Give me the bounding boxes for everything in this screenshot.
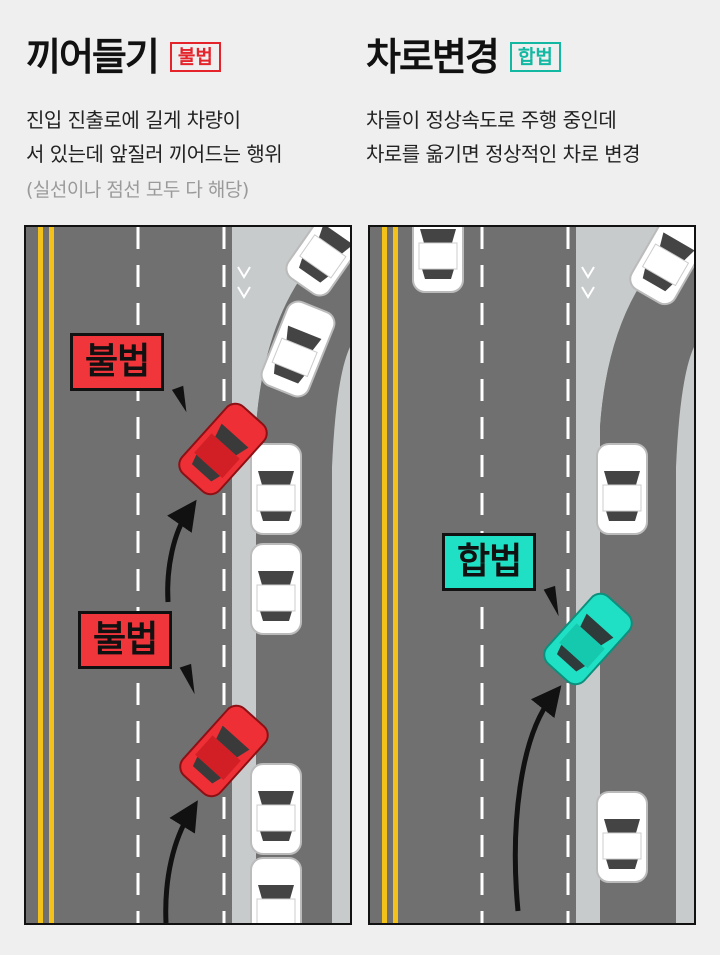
lane-change-arrow xyxy=(512,685,562,912)
queued-car-3 xyxy=(250,763,302,855)
car-left-lane xyxy=(412,227,464,293)
ramp-shoulder xyxy=(332,347,350,923)
lane-change-road-illustration: 합법 xyxy=(368,225,696,925)
ramp-lane xyxy=(600,227,694,923)
illegal-badge-top: 불법 xyxy=(70,333,165,391)
queued-car-2 xyxy=(250,543,302,635)
legal-badge: 합법 xyxy=(442,533,537,591)
car-right-lane-1 xyxy=(596,443,648,535)
lane-change-title: 차로변경 xyxy=(366,35,500,79)
ramp-lane xyxy=(256,227,350,923)
center-line-1 xyxy=(38,227,43,923)
lane-change-desc-line-1: 차들이 정상속도로 주행 중인데 xyxy=(366,108,617,132)
queued-car-4 xyxy=(250,857,302,923)
illegal-tag: 불법 xyxy=(169,41,221,73)
queued-car-1 xyxy=(250,443,302,535)
legal-tag: 합법 xyxy=(509,41,561,73)
cut-in-description: 진입 진출로에 길게 차량이 서 있는데 앞질러 끼어드는 행위 xyxy=(26,103,366,171)
cut-in-note: (실선이나 점선 모두 다 해당) xyxy=(26,179,249,201)
cut-in-road-illustration: 불법 불법 xyxy=(24,225,352,925)
car-right-lane-2 xyxy=(596,791,648,883)
cut-in-road-svg xyxy=(38,227,350,923)
lane-change-road-svg xyxy=(382,227,694,923)
ramp-shoulder xyxy=(676,347,694,923)
cut-in-arrow-bottom xyxy=(163,800,198,923)
center-line-2 xyxy=(393,227,398,923)
lane-change-description: 차들이 정상속도로 주행 중인데 차로를 옮기면 정상적인 차로 변경 xyxy=(366,103,706,171)
cut-in-desc-line-2: 서 있는데 앞질러 끼어드는 행위 xyxy=(26,142,283,166)
lane-change-desc-line-2: 차로를 옮기면 정상적인 차로 변경 xyxy=(366,142,641,166)
cut-in-title: 끼어들기 xyxy=(26,35,160,79)
legal-header: 차로변경 합법 xyxy=(366,38,561,76)
cut-in-arrow-top xyxy=(165,499,197,603)
illegal-badge-bottom: 불법 xyxy=(78,611,173,669)
center-line-1 xyxy=(382,227,387,923)
cut-in-desc-line-1: 진입 진출로에 길게 차량이 xyxy=(26,108,241,132)
center-line-2 xyxy=(49,227,54,923)
illegal-header: 끼어들기 불법 xyxy=(26,38,221,76)
